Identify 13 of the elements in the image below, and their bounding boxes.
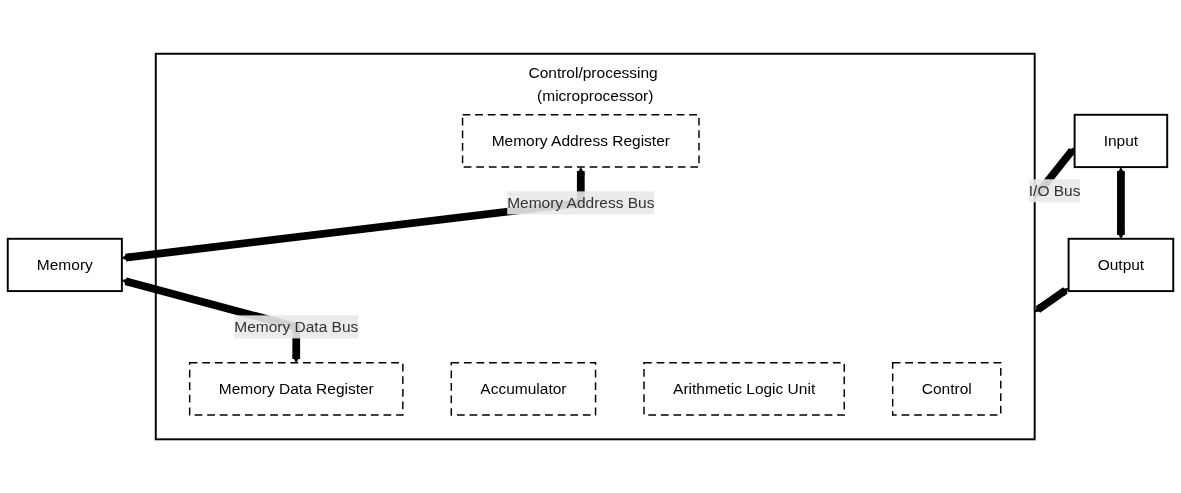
node-box: Memory [6, 237, 123, 293]
edge-label: Memory Data Bus [234, 318, 359, 335]
node-box: Accumulator [450, 362, 597, 416]
node-box: Output [1067, 237, 1175, 293]
arrow [1034, 287, 1069, 313]
node-box: Arithmetic Logic Unit [643, 362, 845, 416]
node-box: Control [891, 362, 1002, 416]
node-box: Input [1073, 113, 1169, 169]
node-box: Memory Data Register [188, 362, 404, 416]
edge-label: Memory Address Bus [507, 194, 655, 211]
node-box: Memory Address Register [461, 114, 700, 168]
edge-label: I/O Bus [1028, 182, 1081, 199]
arrow [1116, 167, 1126, 240]
